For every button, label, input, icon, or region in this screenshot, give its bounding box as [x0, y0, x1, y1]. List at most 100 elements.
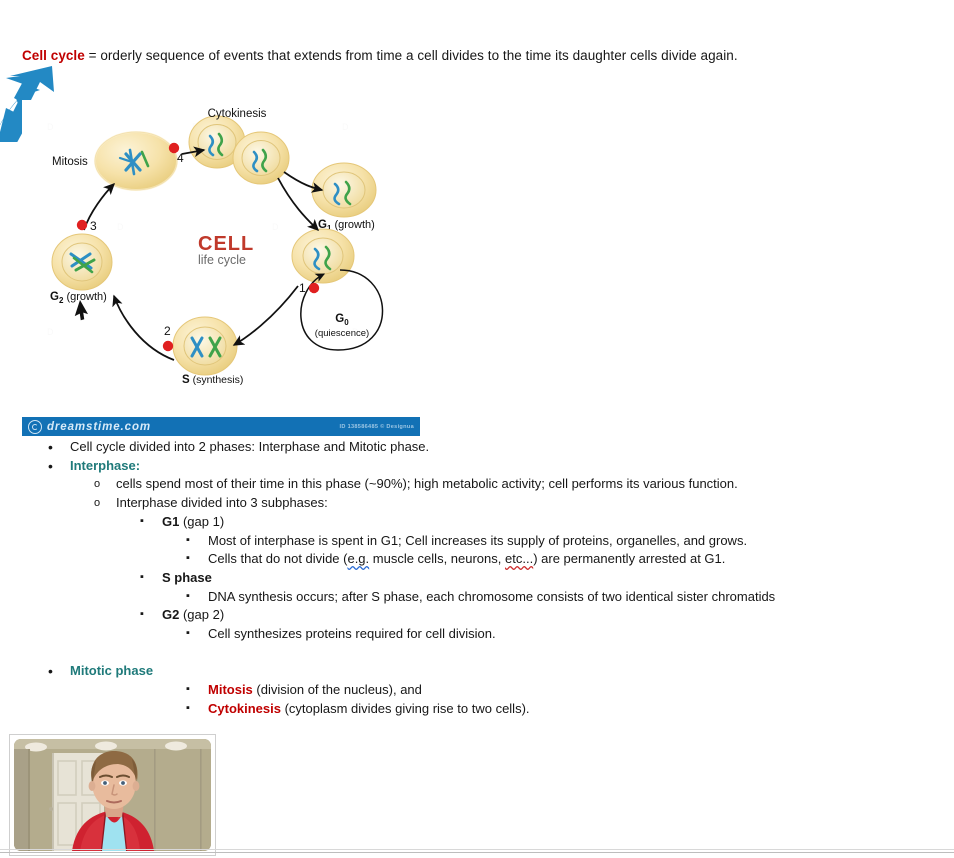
label-s-phase: S (synthesis)	[182, 374, 243, 386]
text-run: Mitosis	[208, 681, 253, 697]
cell-interphase-start	[291, 228, 355, 284]
arrow-mitosis-to-cytokinesis	[181, 146, 206, 158]
dreamstime-watermark-bar: dreamstime.com ID 138586485 © Designua	[22, 417, 420, 436]
webcam-video-frame	[14, 739, 211, 851]
text-run: Interphase divided into 3 subphases:	[116, 495, 328, 511]
text-run: Cells that do not divide (	[208, 551, 348, 567]
page-title-accent: Cell cycle	[22, 48, 85, 63]
outline-item: ▪ Cells that do not divide (e.g. muscle c…	[22, 550, 922, 569]
text-run: (cytoplasm divides giving rise to two ce…	[280, 700, 530, 716]
cell-mitosis	[94, 131, 178, 191]
watermark-image-id: ID 138586485 © Designua	[339, 423, 414, 430]
text-run: DNA synthesis occurs; after S phase, eac…	[208, 588, 776, 604]
page-title: Cell cycle = orderly sequence of events …	[22, 47, 738, 65]
presenter-webcam-overlay[interactable]	[10, 735, 215, 855]
svg-text:D: D	[342, 122, 349, 132]
stage-dot-4	[168, 142, 180, 154]
outline-item: ▪ DNA synthesis occurs; after S phase, ea…	[22, 588, 922, 607]
label-g0: G0	[335, 313, 349, 327]
diagram-title-sub: life cycle	[198, 253, 246, 267]
outline-item: ▪ G2 (gap 2)	[22, 606, 922, 625]
bullet-marker-icon: ▪	[186, 701, 190, 714]
outline-item: ▪ Mitosis (division of the nucleus), and	[22, 681, 922, 700]
bullet-marker-icon: ▪	[140, 608, 144, 621]
text-run: Cell synthesizes proteins required for c…	[208, 625, 496, 641]
outline-item-text: Cells that do not divide (e.g. muscle ce…	[208, 550, 725, 569]
stage-number-4: 4	[177, 151, 184, 165]
bullet-marker-icon: ▪	[186, 626, 190, 639]
svg-text:D: D	[47, 122, 54, 132]
outline-item-text: Cell cycle divided into 2 phases: Interp…	[70, 438, 429, 457]
page-title-rest: = orderly sequence of events that extend…	[84, 48, 738, 63]
cell-s-phase	[172, 316, 238, 376]
svg-text:D: D	[272, 222, 279, 232]
outline-item-text: G2 (gap 2)	[162, 606, 224, 625]
outline-item-text: Cytokinesis (cytoplasm divides giving ri…	[208, 700, 530, 719]
text-run: ) are permanently arrested at G1.	[533, 551, 726, 567]
text-run: Mitotic phase	[70, 663, 154, 679]
bullet-marker-icon: •	[48, 439, 53, 455]
outline-item-text: S phase	[162, 569, 212, 588]
cell-cytokinesis-pair	[188, 115, 290, 185]
page-bottom-edge-shadow	[0, 852, 954, 853]
outline-item: o cells spend most of their time in this …	[22, 475, 922, 494]
stage-number-2: 2	[164, 324, 171, 338]
bullet-marker-icon: o	[94, 497, 101, 510]
svg-text:D: D	[47, 327, 54, 337]
text-run: Most of interphase is spent in G1; Cell …	[208, 532, 748, 548]
bullet-marker-icon: ▪	[140, 515, 144, 528]
outline-item: • Interphase:	[22, 457, 922, 476]
watermark-site-name: dreamstime.com	[47, 420, 151, 433]
label-cytokinesis: Cytokinesis	[208, 108, 267, 120]
text-run: etc...	[505, 551, 534, 567]
text-run: (division of the nucleus), and	[252, 681, 422, 697]
stage-dot-2	[162, 340, 174, 352]
label-g0-sub: (quiescence)	[315, 328, 369, 339]
lecture-outline: • Cell cycle divided into 2 phases: Inter…	[22, 438, 922, 718]
stage-number-3: 3	[90, 219, 97, 233]
text-run: muscle cells, neurons,	[369, 551, 505, 567]
stage-number-1: 1	[299, 281, 306, 295]
arrow-s-to-g2	[112, 294, 175, 361]
stage-dot-3	[76, 219, 88, 231]
outline-item-text: Most of interphase is spent in G1; Cell …	[208, 532, 747, 551]
stage-dot-1	[308, 282, 320, 294]
outline-item: ▪ Cytokinesis (cytoplasm divides giving r…	[22, 700, 922, 719]
svg-text:D: D	[117, 222, 124, 232]
outline-item-text: Cell synthesizes proteins required for c…	[208, 625, 496, 644]
text-run: cells spend most of their time in this p…	[116, 476, 738, 492]
stage-markers: 4 3 2 1	[76, 142, 320, 352]
outline-item-text: G1 (gap 1)	[162, 513, 224, 532]
outline-item: ▪ S phase	[22, 569, 922, 588]
mouse-cursor-icon	[74, 300, 89, 321]
bullet-marker-icon: ▪	[140, 570, 144, 583]
cell-life-cycle-diagram: DDD DD DD Mitosis Cytokinesis G1 (gro	[22, 100, 422, 413]
arrow-cyto-to-g1-lower	[277, 177, 320, 232]
text-run: Interphase:	[70, 457, 141, 473]
text-run: S phase	[162, 569, 212, 585]
text-run: e.g.	[347, 551, 370, 567]
g0-loop-arrow	[300, 269, 384, 351]
bullet-marker-icon: ▪	[186, 589, 190, 602]
bullet-marker-icon: o	[94, 478, 101, 491]
text-run: (gap 2)	[179, 607, 225, 623]
outline-item-text: Interphase:	[70, 457, 140, 476]
label-g2: G2 (growth)	[50, 291, 107, 305]
label-g1: G1 (growth)	[318, 219, 375, 233]
outline-item-text: Mitotic phase	[70, 662, 153, 681]
outline-item: ▪Most of interphase is spent in G1; Cell…	[22, 532, 922, 551]
bullet-marker-icon: ▪	[186, 552, 190, 565]
text-run: G1	[162, 514, 180, 530]
text-run: G2	[162, 607, 180, 623]
outline-spacer	[22, 643, 922, 662]
bullet-marker-icon: •	[48, 663, 53, 680]
spiral-logo-icon	[28, 419, 42, 434]
text-run: (gap 1)	[179, 514, 225, 530]
svg-text:D: D	[352, 327, 359, 337]
diagram-title-main: CELL	[198, 233, 254, 255]
bullet-marker-icon: •	[48, 457, 53, 474]
arrow-cyto-to-g1-upper	[283, 171, 324, 193]
outline-item: ▪ Cell synthesizes proteins required for …	[22, 625, 922, 644]
outline-item: • Mitotic phase	[22, 662, 922, 681]
bullet-marker-icon: ▪	[186, 682, 190, 695]
